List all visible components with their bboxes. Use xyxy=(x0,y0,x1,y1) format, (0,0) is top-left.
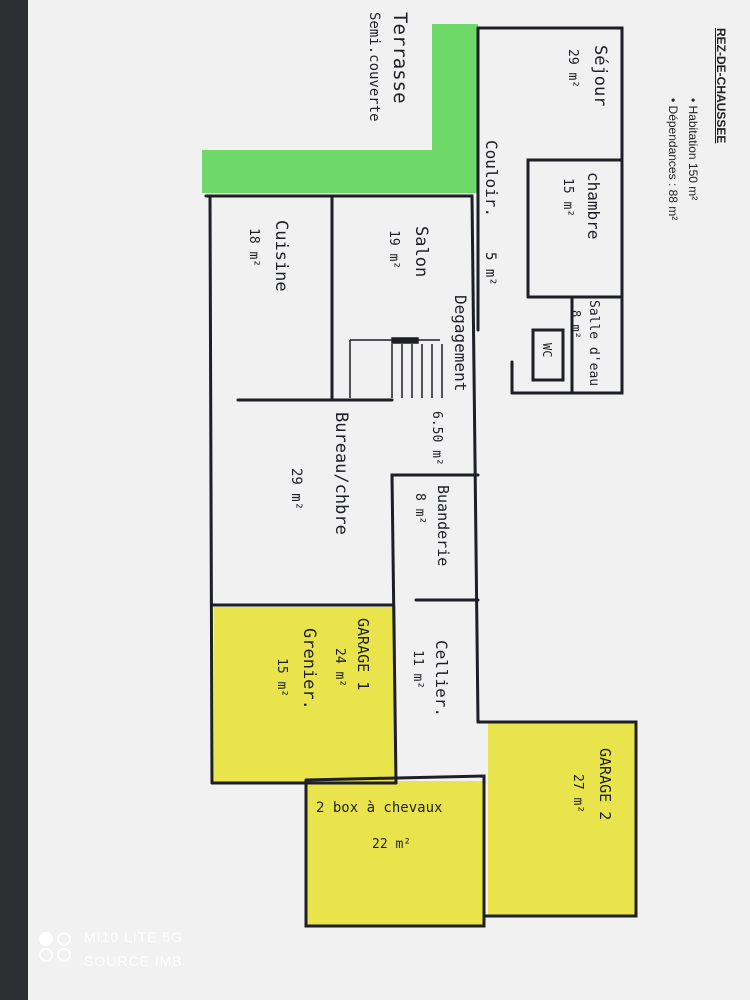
cellier-name: Cellier. xyxy=(432,640,451,717)
degagement-name: Degagement xyxy=(451,295,470,391)
grenier-area: 15 m² xyxy=(274,658,289,697)
chambre-area: 15 m² xyxy=(560,178,575,217)
degagement-area: 6.50 m² xyxy=(429,411,444,466)
box-area: 22 m² xyxy=(372,837,411,852)
cuisine-area: 18 m² xyxy=(246,228,261,267)
wall-outer-top xyxy=(476,26,624,395)
cuisine-name: Cuisine xyxy=(271,220,291,292)
camera-logo-icon xyxy=(39,932,71,962)
label-couloir: Couloir. 5 m² xyxy=(482,140,501,286)
wc-box xyxy=(531,328,565,382)
bureau-name: Bureau/chbre xyxy=(331,412,351,535)
garage2-highlight xyxy=(488,722,635,917)
label-salle-eau: Salle d'eau 8 m² xyxy=(569,300,601,386)
terrasse-note: Semi.couverte xyxy=(366,12,382,122)
label-garage2: GARAGE 2 27 m² xyxy=(570,748,614,820)
couloir-area: 5 m² xyxy=(482,252,498,286)
wall-main-left xyxy=(208,194,214,785)
salle-eau-name: Salle d'eau xyxy=(586,300,601,386)
label-garage1: GARAGE 1 24 m² xyxy=(332,618,372,690)
garage1-name: GARAGE 1 xyxy=(354,618,372,690)
garage1-area: 24 m² xyxy=(332,648,347,687)
watermark-model: MI10 LITE 5G xyxy=(84,929,184,945)
label-buanderie: Buanderie 8 m² xyxy=(412,485,452,566)
label-box: 2 box à chevaux 22 m² xyxy=(316,800,442,852)
watermark-source: SOURCE IMB xyxy=(84,953,183,969)
chambre-name: chambre xyxy=(584,172,603,239)
label-cellier: Cellier. 11 m² xyxy=(410,640,451,717)
wall-chambre xyxy=(526,158,624,299)
sejour-name: Séjour xyxy=(590,45,610,106)
desk-edge xyxy=(0,0,28,1000)
sejour-area: 29 m² xyxy=(565,49,580,88)
label-salon: Salon 19 m² xyxy=(386,226,431,277)
label-degagement: Degagement 6.50 m² xyxy=(429,295,470,466)
salon-name: Salon xyxy=(411,226,431,277)
label-chambre: chambre 15 m² xyxy=(560,172,603,239)
wc-name: WC xyxy=(540,343,554,357)
wall-degagement xyxy=(470,194,480,724)
wall-box xyxy=(304,774,486,928)
salle-eau-area: 8 m² xyxy=(569,310,583,339)
couloir-name: Couloir. xyxy=(482,140,501,217)
terrasse-name: Terrasse xyxy=(389,12,411,104)
box-name: 2 box à chevaux xyxy=(316,800,442,816)
label-bureau: Bureau/chbre 29 m² xyxy=(288,412,351,535)
garage2-area: 27 m² xyxy=(570,774,585,813)
label-terrasse: Terrasse Semi.couverte xyxy=(366,12,411,122)
garage1-highlight xyxy=(214,607,396,783)
label-cuisine: Cuisine 18 m² xyxy=(246,220,291,292)
buanderie-area: 8 m² xyxy=(412,493,427,524)
label-sejour: Séjour 29 m² xyxy=(565,45,610,106)
box-highlight xyxy=(306,781,484,926)
grenier-name: Grenier. xyxy=(299,628,319,710)
stairs xyxy=(349,337,443,398)
label-wc: WC xyxy=(540,343,554,357)
label-grenier: Grenier. 15 m² xyxy=(274,628,319,710)
wall-buanderie xyxy=(390,473,480,785)
bureau-area: 29 m² xyxy=(288,468,304,510)
wall-garage2 xyxy=(476,720,638,918)
buanderie-name: Buanderie xyxy=(434,485,452,566)
salon-area: 19 m² xyxy=(386,230,401,269)
garage2-name: GARAGE 2 xyxy=(596,748,614,820)
cellier-area: 11 m² xyxy=(410,650,425,689)
terrasse-highlight xyxy=(202,24,478,193)
